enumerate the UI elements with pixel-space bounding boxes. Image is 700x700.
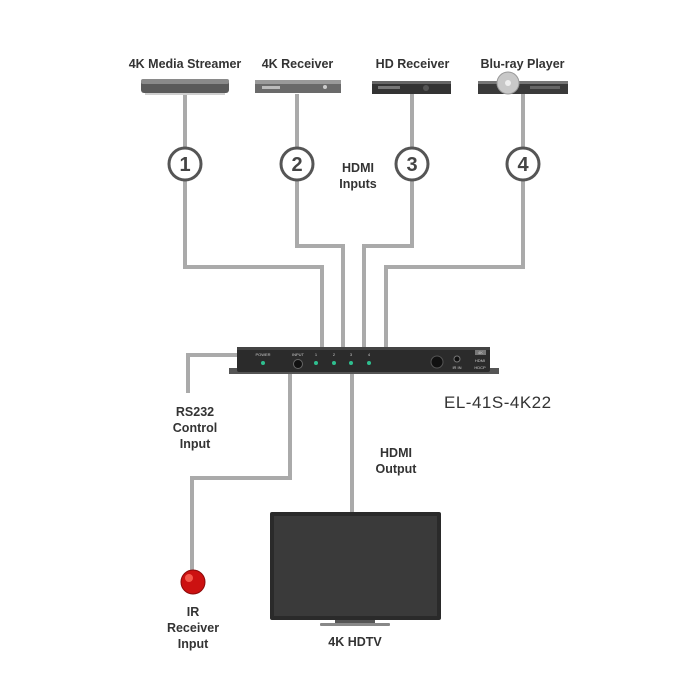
hdmi-logo: HDMI (475, 358, 485, 363)
source-label-4k-receiver: 4K Receiver (261, 57, 334, 71)
source-label-blu-ray: Blu-ray Player (480, 57, 565, 71)
input-select-button (293, 359, 303, 369)
port-circle-2: 2 (279, 146, 315, 182)
port-number-2: 2 (291, 154, 302, 176)
source-label-media-streamer: 4K Media Streamer (128, 57, 242, 71)
media-streamer-device (141, 79, 229, 95)
rs232-line-3: Input (179, 437, 211, 451)
input-led-1 (314, 361, 318, 365)
rs232-line-2: Control (172, 421, 218, 435)
ir-window (430, 355, 444, 369)
led-number-2: 2 (333, 352, 336, 357)
ir-receiver-bulb (180, 569, 206, 595)
led-number-3: 3 (350, 352, 353, 357)
cable-rs232 (186, 353, 237, 393)
cable-input-1 (183, 94, 324, 348)
input-led-4 (367, 361, 371, 365)
hdmi-input-cables (183, 94, 525, 348)
hdcp-logo: HDCP (474, 365, 486, 370)
power-label: POWER (255, 352, 270, 357)
port-circle-4: 4 (505, 146, 541, 182)
cable-ir (190, 372, 292, 572)
model-name: EL-41S-4K22 (444, 393, 552, 412)
hdmi-inputs-line-2: Inputs (339, 177, 377, 191)
input-led-3 (349, 361, 353, 365)
ir-in-port (453, 355, 461, 363)
led-number-1: 1 (315, 352, 318, 357)
led-number-4: 4 (368, 352, 371, 357)
cable-input-4 (384, 94, 525, 348)
port-circle-3: 3 (394, 146, 430, 182)
tv-display (270, 512, 441, 626)
4k-receiver-device (255, 80, 341, 93)
display-label: 4K HDTV (328, 635, 382, 649)
port-number-3: 3 (406, 154, 417, 176)
hdmi-output-label: HDMI Output (368, 445, 424, 477)
ir-line-2: Receiver (166, 621, 220, 635)
hdmi-output-line-1: HDMI (380, 446, 412, 460)
ir-line-3: Input (177, 637, 209, 651)
hdmi-inputs-line-1: HDMI (342, 161, 374, 175)
source-label-hd-receiver: HD Receiver (375, 57, 450, 71)
blu-ray-player-device (478, 71, 568, 95)
ir-receiver-label: IR Receiver Input (160, 604, 226, 652)
switcher-device: POWER INPUT 1 2 3 4 IR IN 4K HDMI HDCP (229, 347, 499, 374)
ir-port-label: IR IN (452, 365, 461, 370)
ir-line-1: IR (186, 605, 200, 619)
other-cables (186, 353, 354, 572)
port-circle-1: 1 (167, 146, 203, 182)
hd-receiver-device (372, 81, 451, 94)
power-led (261, 361, 265, 365)
port-number-1: 1 (179, 154, 190, 176)
hdmi-inputs-label: HDMI Inputs (330, 160, 386, 192)
input-led-2 (332, 361, 336, 365)
input-label: INPUT (292, 352, 305, 357)
port-number-4: 4 (517, 154, 529, 176)
rs232-line-1: RS232 (175, 405, 215, 419)
rs232-label: RS232 Control Input (165, 404, 225, 452)
badge-4k: 4K (478, 350, 483, 355)
hdmi-output-line-2: Output (375, 462, 417, 476)
